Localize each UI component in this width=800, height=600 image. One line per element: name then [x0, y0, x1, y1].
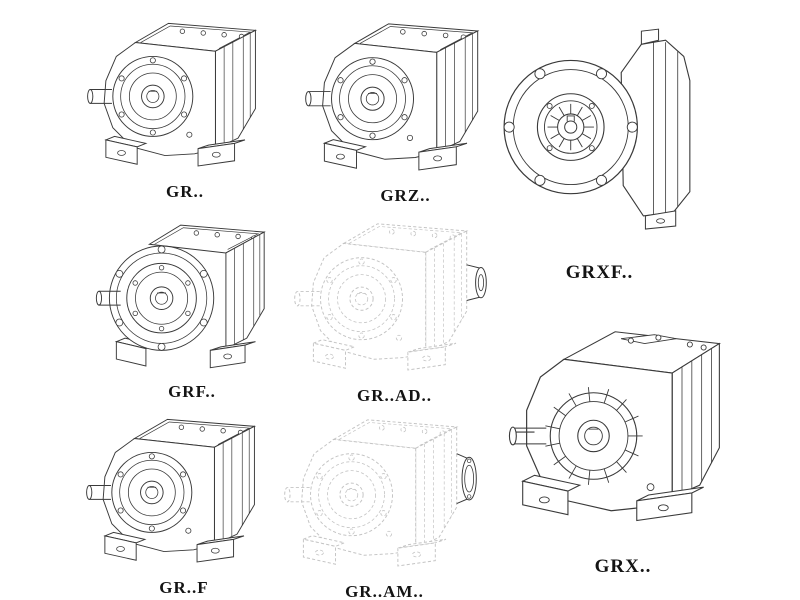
- figure-grz: GRZ..: [303, 6, 508, 206]
- model-label: GRF..: [168, 381, 216, 401]
- input-adapter-solid-part: [466, 264, 487, 301]
- gr-am-gear-unit-drawing: [282, 402, 477, 580]
- model-label: GRX..: [594, 556, 652, 578]
- grz-gear-unit-drawing: [303, 6, 508, 184]
- grxf-gear-unit-drawing: [494, 14, 706, 246]
- model-label: GRXF..: [565, 262, 634, 284]
- model-label: GR..AD..: [356, 386, 433, 406]
- gr-ad-gear-unit-drawing: [292, 206, 487, 384]
- grx-gear-unit-drawing: [505, 318, 741, 544]
- figure-grxf: GRXF..: [492, 14, 707, 284]
- gr-gear-unit-drawing: [85, 6, 285, 180]
- figure-gr-ad: GR..AD..: [292, 206, 497, 406]
- figure-gr: GR..: [85, 6, 285, 202]
- grf-gear-unit-drawing: [92, 206, 292, 380]
- model-label: GR..: [166, 181, 204, 201]
- figure-grx: GRX..: [502, 318, 744, 578]
- model-label: GR..AM..: [345, 582, 424, 600]
- model-label: GR..F: [159, 577, 209, 597]
- figure-gr-f: GR..F: [84, 402, 284, 598]
- model-label: GRZ..: [380, 186, 431, 206]
- motor-adapter-solid-part: [456, 453, 477, 505]
- figure-grf: GRF..: [92, 206, 292, 402]
- gr-f-gear-unit-drawing: [84, 402, 284, 576]
- figure-gr-am: GR..AM..: [282, 402, 487, 600]
